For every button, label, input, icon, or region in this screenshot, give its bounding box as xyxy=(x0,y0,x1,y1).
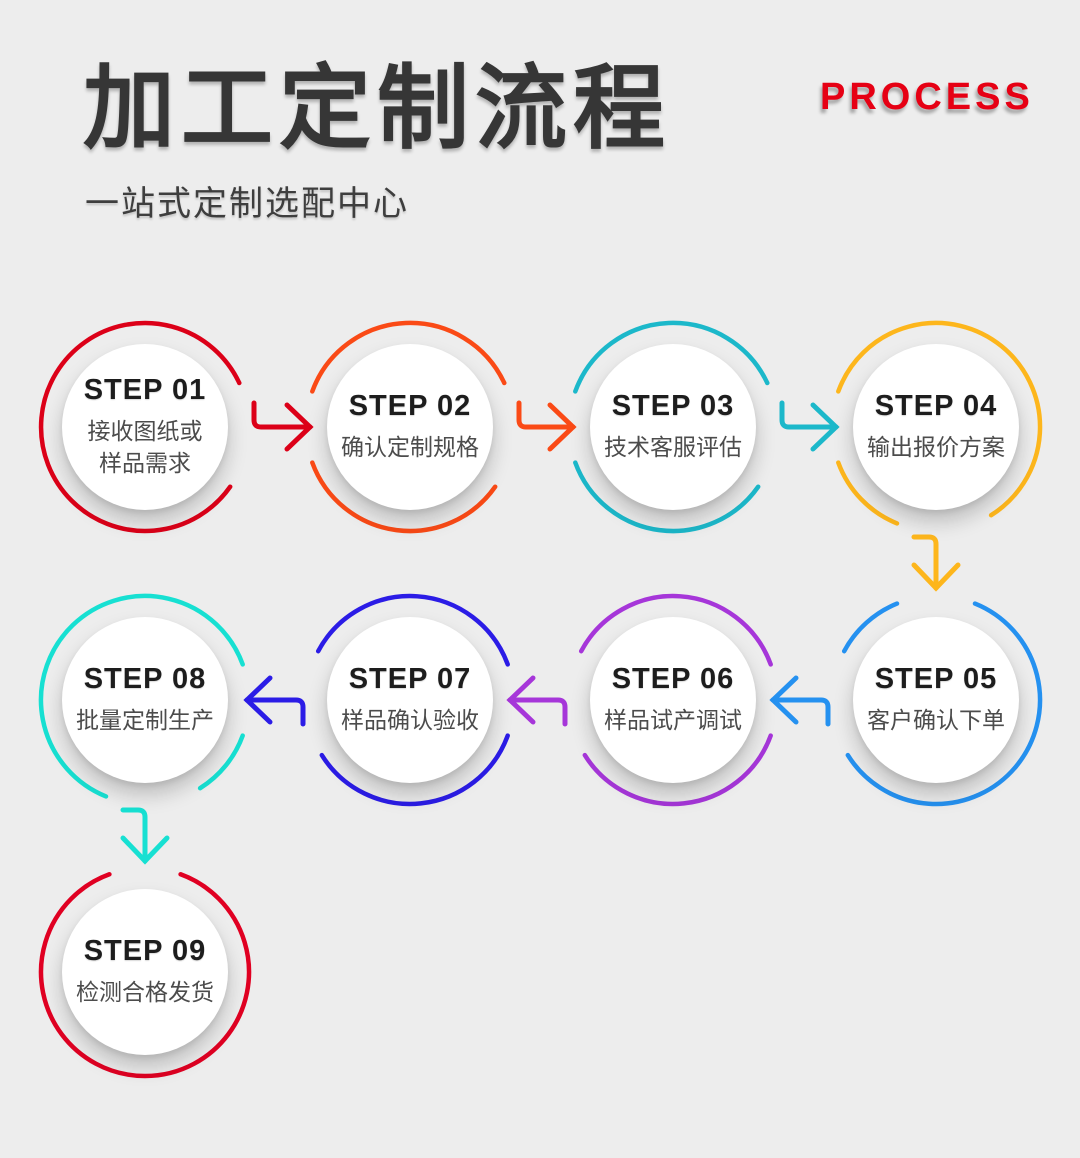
step-circle: STEP 05 客户确认下单 xyxy=(853,617,1019,783)
step-label: STEP 08 xyxy=(83,663,207,696)
step-3: STEP 03 技术客服评估 xyxy=(590,344,756,510)
step-9: STEP 09 检测合格发货 xyxy=(62,889,228,1055)
step-desc: 客户确认下单 xyxy=(867,707,1005,734)
flow-arrowhead-5 xyxy=(769,675,799,725)
step-label: STEP 07 xyxy=(348,663,472,696)
step-label: STEP 06 xyxy=(611,663,735,696)
step-circle: STEP 07 样品确认验收 xyxy=(327,617,493,783)
step-ring-8 xyxy=(197,733,245,791)
step-4: STEP 04 输出报价方案 xyxy=(853,344,1019,510)
step-label: STEP 04 xyxy=(874,390,998,423)
flow-arrow-3 xyxy=(779,400,839,430)
step-desc: 确认定制规格 xyxy=(341,434,479,461)
step-ring-5 xyxy=(841,601,900,654)
flow-arrowhead-8 xyxy=(120,835,170,865)
step-desc: 输出报价方案 xyxy=(867,434,1005,461)
step-5: STEP 05 客户确认下单 xyxy=(853,617,1019,783)
step-desc: 接收图纸或 样品需求 xyxy=(87,418,203,476)
step-label: STEP 05 xyxy=(874,663,998,696)
step-6: STEP 06 样品试产调试 xyxy=(590,617,756,783)
flow-arrow-4 xyxy=(911,534,939,591)
step-label: STEP 09 xyxy=(83,935,207,968)
page-subtitle: 一站式定制选配中心 xyxy=(85,185,409,223)
flow-arrowhead-6 xyxy=(506,675,536,725)
step-ring-4 xyxy=(836,320,1043,518)
flow-arrowhead-7 xyxy=(243,675,273,725)
flow-arrowhead-1 xyxy=(284,402,314,452)
step-circle: STEP 01 接收图纸或 样品需求 xyxy=(62,344,228,510)
flow-arrow-1 xyxy=(251,400,313,430)
step-ring-9 xyxy=(38,872,252,1079)
step-ring-5 xyxy=(845,601,1043,807)
flow-arrow-5 xyxy=(770,697,831,727)
flow-arrowhead-3 xyxy=(810,402,840,452)
step-7: STEP 07 样品确认验收 xyxy=(327,617,493,783)
process-tagline: PROCESS xyxy=(820,76,1034,118)
flow-arrow-7 xyxy=(244,697,306,727)
step-label: STEP 02 xyxy=(348,390,472,423)
flow-arrow-6 xyxy=(507,697,568,727)
step-ring-2 xyxy=(310,460,498,534)
step-ring-6 xyxy=(578,593,773,667)
step-label: STEP 03 xyxy=(611,390,735,423)
step-ring-7 xyxy=(319,733,510,807)
flow-arrowhead-4 xyxy=(911,562,961,592)
page-title: 加工定制流程 xyxy=(83,58,672,160)
step-ring-2 xyxy=(310,320,507,394)
step-ring-7 xyxy=(315,593,510,667)
step-circle: STEP 02 确认定制规格 xyxy=(327,344,493,510)
step-circle: STEP 09 检测合格发货 xyxy=(62,889,228,1055)
step-circle: STEP 06 样品试产调试 xyxy=(590,617,756,783)
step-desc: 批量定制生产 xyxy=(76,707,214,734)
step-desc: 样品试产调试 xyxy=(604,707,742,734)
step-ring-6 xyxy=(582,733,773,807)
step-desc: 检测合格发货 xyxy=(76,979,214,1006)
step-ring-1 xyxy=(38,320,242,534)
flow-arrow-2 xyxy=(516,400,576,430)
flow-arrow-8 xyxy=(120,807,148,864)
step-1: STEP 01 接收图纸或 样品需求 xyxy=(62,344,228,510)
step-ring-4 xyxy=(836,460,900,526)
step-circle: STEP 03 技术客服评估 xyxy=(590,344,756,510)
flow-arrowhead-2 xyxy=(547,402,577,452)
step-desc: 技术客服评估 xyxy=(604,434,742,461)
step-label: STEP 01 xyxy=(83,374,207,407)
step-ring-8 xyxy=(38,593,245,799)
step-ring-3 xyxy=(573,460,761,534)
step-2: STEP 02 确认定制规格 xyxy=(327,344,493,510)
step-circle: STEP 08 批量定制生产 xyxy=(62,617,228,783)
step-circle: STEP 04 输出报价方案 xyxy=(853,344,1019,510)
step-desc: 样品确认验收 xyxy=(341,707,479,734)
step-8: STEP 08 批量定制生产 xyxy=(62,617,228,783)
step-ring-3 xyxy=(573,320,770,394)
